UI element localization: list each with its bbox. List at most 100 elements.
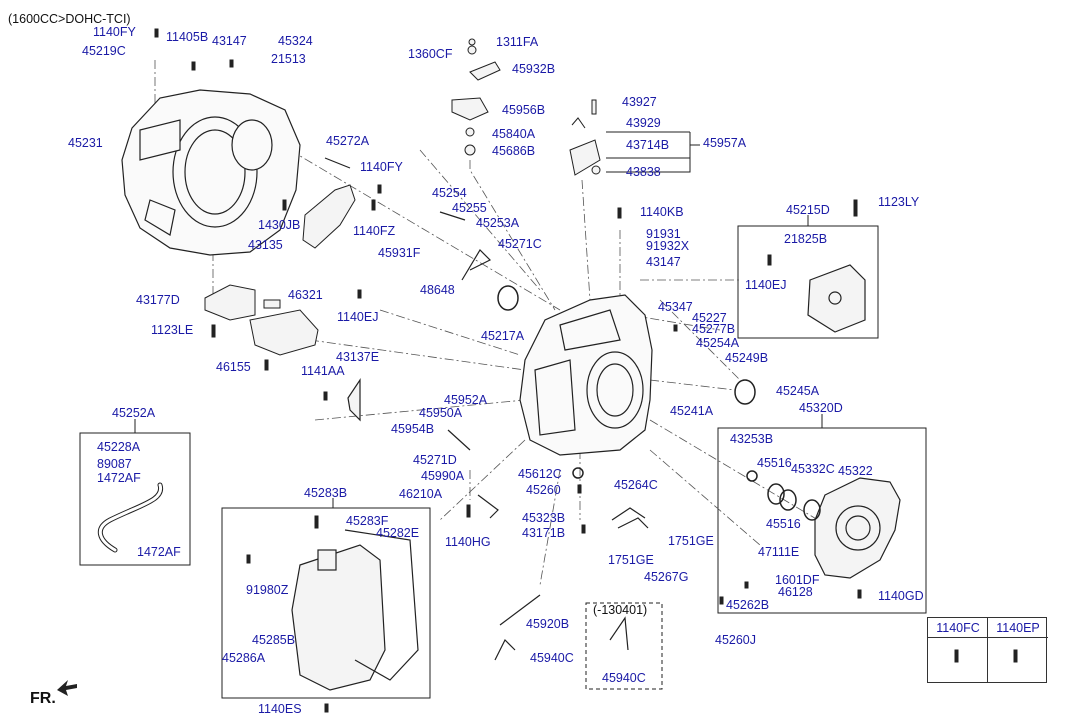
part-label[interactable]: 1140HG (445, 535, 491, 549)
part-label[interactable]: 45254A (696, 336, 740, 350)
part-label[interactable]: 45254 (432, 186, 467, 200)
part-label[interactable]: 1751GE (668, 534, 714, 548)
part-label[interactable]: 45215D (786, 203, 830, 217)
part-label[interactable]: 45612C (518, 467, 562, 481)
part-label[interactable]: 91931 (646, 227, 681, 241)
part-label[interactable]: 45954B (391, 422, 435, 436)
part-label[interactable]: 1140FY (93, 25, 136, 39)
part-label[interactable]: 45931F (378, 246, 421, 260)
part-label[interactable]: 45227 (692, 311, 727, 325)
part-label[interactable]: 1140FY (360, 160, 403, 174)
part-label[interactable]: 45264C (614, 478, 658, 492)
fastener-legend: 1140FC 1140EP (927, 617, 1048, 683)
part-label[interactable]: 45347 (658, 300, 693, 314)
part-label[interactable]: 1140GD (878, 589, 924, 603)
part-label[interactable]: 11405B (166, 30, 209, 44)
part-label[interactable]: 1751GE (608, 553, 654, 567)
part-label[interactable]: 46210A (399, 487, 443, 501)
part-label[interactable]: 1601DF (775, 573, 820, 587)
part-label[interactable]: 1123LE (151, 323, 194, 337)
part-label[interactable]: 43135 (248, 238, 283, 252)
part-label[interactable]: 1140EJ (745, 278, 787, 292)
part-label[interactable]: 45252A (112, 406, 156, 420)
part-label[interactable]: 45260 (526, 483, 561, 497)
part-label[interactable]: 45840A (492, 127, 536, 141)
part-label[interactable]: 45255 (452, 201, 487, 215)
shield-43135 (302, 184, 356, 249)
part-label[interactable]: 45952A (444, 393, 488, 407)
part-label[interactable]: 45285B (252, 633, 296, 647)
part-label[interactable]: 47111E (758, 545, 800, 559)
part-label[interactable]: 45332C (791, 462, 835, 476)
part-label[interactable]: 43171B (522, 526, 566, 540)
part-label[interactable]: 21825B (784, 232, 828, 246)
part-label[interactable]: 45283B (304, 486, 348, 500)
part-label[interactable]: 1311FA (496, 35, 539, 49)
oil-pan (291, 529, 419, 691)
part-label[interactable]: 45286A (222, 651, 266, 665)
part-label[interactable]: 45956B (502, 103, 546, 117)
part-label[interactable]: 45320D (799, 401, 843, 415)
part-label[interactable]: 45260J (715, 633, 757, 647)
part-label[interactable]: 1140KB (640, 205, 684, 219)
part-label[interactable]: 46321 (288, 288, 323, 302)
part-label[interactable]: 45516 (757, 456, 792, 470)
part-label[interactable]: 45267G (644, 570, 689, 584)
part-label[interactable]: 1140ES (258, 702, 302, 716)
part-label[interactable]: 45231 (68, 136, 103, 150)
part-label[interactable]: 45228A (97, 440, 141, 454)
part-label[interactable]: 45217A (481, 329, 525, 343)
part-label[interactable]: 48648 (420, 283, 455, 297)
fr-arrow-icon (57, 680, 77, 696)
part-label[interactable]: 45272A (326, 134, 370, 148)
part-label[interactable]: 1472AF (137, 545, 181, 559)
part-label[interactable]: 1141AA (301, 364, 345, 378)
part-label[interactable]: 1430JB (258, 218, 301, 232)
part-label[interactable]: 43714B (626, 138, 670, 152)
part-label[interactable]: 45282E (376, 526, 420, 540)
part-label[interactable]: 45245A (776, 384, 820, 398)
part-label[interactable]: 43253B (730, 432, 774, 446)
part-label[interactable]: 45253A (476, 216, 520, 230)
part-label[interactable]: 45324 (278, 34, 313, 48)
part-label[interactable]: 43147 (212, 34, 247, 48)
part-label[interactable]: 1123LY (878, 195, 920, 209)
part-label[interactable]: 45920B (526, 617, 570, 631)
part-label[interactable]: 46128 (778, 585, 813, 599)
part-label[interactable]: 21513 (271, 52, 306, 66)
part-label[interactable]: 45990A (421, 469, 465, 483)
part-label[interactable]: 45940C (530, 651, 574, 665)
part-label[interactable]: 89087 (97, 457, 132, 471)
part-label[interactable]: 45249B (725, 351, 769, 365)
part-label[interactable]: 1360CF (408, 47, 453, 61)
part-label[interactable]: 43147 (646, 255, 681, 269)
part-label[interactable]: 45940C (602, 671, 646, 685)
part-label[interactable]: 46155 (216, 360, 251, 374)
part-label[interactable]: 45932B (512, 62, 556, 76)
part-label[interactable]: 45686B (492, 144, 536, 158)
part-label[interactable]: 43838 (626, 165, 661, 179)
part-label[interactable]: 45283F (346, 514, 389, 528)
part-label[interactable]: 45271C (498, 237, 542, 251)
part-label[interactable]: 43927 (622, 95, 657, 109)
part-label[interactable]: 91932X (646, 239, 690, 253)
part-label[interactable]: 45241A (670, 404, 714, 418)
part-label[interactable]: 45322 (838, 464, 873, 478)
bell-housing-45231 (121, 89, 301, 256)
part-label[interactable]: 1140FZ (353, 224, 396, 238)
part-label[interactable]: 45950A (419, 406, 463, 420)
part-label[interactable]: 1140EJ (337, 310, 379, 324)
part-label[interactable]: 45277B (692, 322, 736, 336)
part-label[interactable]: 43177D (136, 293, 180, 307)
part-label[interactable]: 45957A (703, 136, 747, 150)
part-label[interactable]: 91980Z (246, 583, 289, 597)
part-label[interactable]: 45323B (522, 511, 566, 525)
part-label[interactable]: 45271D (413, 453, 457, 467)
part-label[interactable]: 45262B (726, 598, 770, 612)
seals (497, 285, 821, 521)
part-label[interactable]: 43137E (336, 350, 380, 364)
part-label[interactable]: 43929 (626, 116, 661, 130)
part-label[interactable]: 45516 (766, 517, 801, 531)
part-label[interactable]: 1472AF (97, 471, 141, 485)
part-label[interactable]: 45219C (82, 44, 126, 58)
